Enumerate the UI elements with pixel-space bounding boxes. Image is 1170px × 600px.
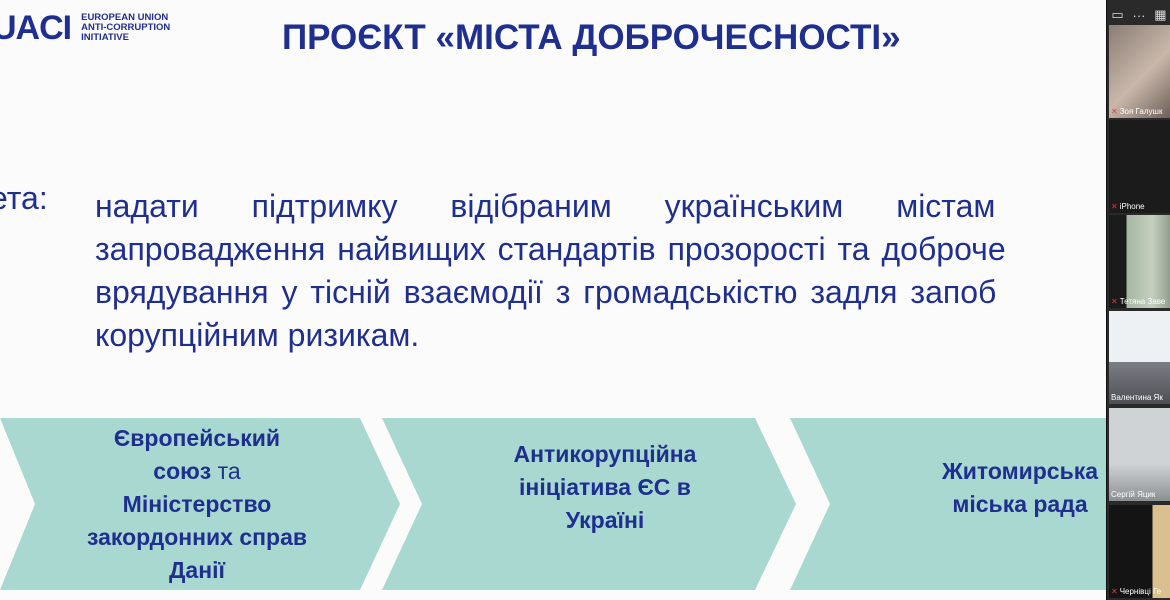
screen-share-icon[interactable]: ▭ [1111,7,1124,22]
video-feed [1109,215,1170,308]
goal-line: корупційним ризикам. [95,317,420,353]
chevron-text: закордонних справ [86,524,308,550]
mic-muted-icon: ✕ [1111,587,1118,596]
participant-name: iPhone [1119,202,1145,211]
goal-line: запровадження найвищих стандартів прозор… [95,231,1006,267]
participant-name-tag: ✕Чернівці Ге [1111,587,1161,596]
chevron-text: Міністерство [122,491,272,517]
video-feed [1109,120,1170,213]
chevron-shape-2 [382,418,796,590]
goal-line: врядування у тісній взаємодії з громадсь… [95,274,997,310]
participant-name-tag: Валентина Як [1111,393,1163,402]
logo-subtitle: EUROPEAN UNION ANTI-CORRUPTION INITIATIV… [81,13,170,43]
goal-line: надати підтримку відібраним українським … [95,188,996,224]
chevron-shape-3 [790,418,1108,590]
participant-tile[interactable]: ✕Тетяна Заве [1109,215,1170,308]
participant-name: Чернівці Ге [1119,587,1162,596]
presentation-slide: UACI EUROPEAN UNION ANTI-CORRUPTION INIT… [0,8,1108,590]
chevron-text: союз [153,458,212,484]
participant-name-tag: ✕Зоя Галушк [1111,107,1162,116]
video-feed [1109,311,1170,404]
chevron-label-3: Житомирська міська рада [900,455,1108,521]
dots-icon[interactable]: ··· [1132,7,1146,23]
chevron-label-1: Європейський союз та Міністерство закорд… [48,422,346,587]
chevron-text: Антикорупційна [513,441,697,467]
chevron-text: Данії [169,557,225,583]
logo-line: INITIATIVE [81,32,129,43]
logo-mark: UACI [0,8,72,47]
participant-name: Тетяна Заве [1119,297,1166,306]
uaci-logo: UACI EUROPEAN UNION ANTI-CORRUPTION INIT… [0,8,170,48]
participant-tile[interactable]: ✕Зоя Галушк [1109,25,1170,118]
mic-muted-icon: ✕ [1111,297,1118,306]
participant-tile-active[interactable]: Сергій Яцик [1109,408,1170,501]
video-feed [1109,408,1170,501]
participant-name-tag: Сергій Яцик [1111,490,1155,499]
chevron-shape-1 [0,418,400,590]
goal-label: ета: [0,180,48,216]
grid-icon[interactable]: ▦ [1154,7,1167,22]
participant-name: Зоя Галушк [1119,107,1163,116]
slide-title: ПРОЄКТ «МІСТА ДОБРОЧЕСНОСТІ» [282,18,901,57]
chevron-text: Україні [565,507,645,533]
participant-tile[interactable]: Валентина Як [1109,311,1170,404]
mic-muted-icon: ✕ [1111,202,1118,211]
video-gallery-panel: ▭ ··· ▦ ✕Зоя Галушк ✕iPhone ✕Тетяна Заве… [1106,0,1170,600]
chevron-row [0,418,1108,590]
chevron-text: Європейський [113,425,281,451]
participant-tile[interactable]: ✕iPhone [1109,120,1170,213]
logo-line: EUROPEAN UNION [81,12,169,23]
participant-name: Валентина Як [1111,393,1163,402]
video-feed [1109,505,1170,598]
logo-line: ANTI-CORRUPTION [81,22,171,33]
video-feed [1109,25,1170,118]
participant-tile[interactable]: ✕Чернівці Ге [1109,505,1170,598]
chevron-label-2: Антикорупційна ініціатива ЄС в Україні [450,438,760,537]
chevron-text: та [211,458,241,484]
mic-muted-icon: ✕ [1111,107,1118,116]
chevron-text: ініціатива ЄС в [519,474,691,500]
participant-name-tag: ✕Тетяна Заве [1111,297,1165,306]
chevron-text: Житомирська [941,458,1099,484]
participant-name: Сергій Яцик [1111,490,1156,499]
panel-controls: ▭ ··· ▦ [1107,0,1170,30]
goal-text: надати підтримку відібраним українським … [95,185,1108,357]
chevron-text: міська рада [952,491,1088,517]
participant-name-tag: ✕iPhone [1111,202,1145,211]
